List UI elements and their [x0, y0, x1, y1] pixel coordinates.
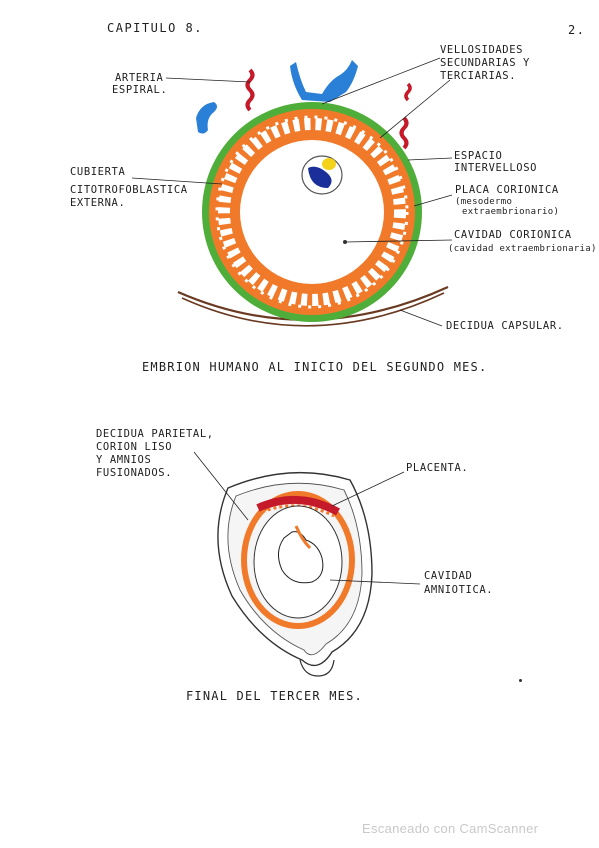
umbilical-cord — [294, 525, 312, 550]
fetus — [278, 531, 324, 584]
spiral-artery-right — [399, 116, 409, 150]
yolk-sac — [322, 158, 336, 170]
label-cubierta-line3: EXTERNA. — [70, 197, 126, 209]
figure-1-caption: EMBRION HUMANO AL INICIO DEL SEGUNDO MES… — [142, 360, 488, 374]
label-placa-line1: PLACA CORIONICA — [455, 184, 559, 196]
label-vellosidades-line1: VELLOSIDADES — [440, 44, 524, 56]
leader-vellosidades — [321, 57, 441, 105]
maternal-vein — [290, 60, 358, 102]
leader-cubierta — [131, 177, 223, 185]
label-placa-line2: (mesodermo — [455, 197, 513, 207]
label-vellosidades-line3: TERCIARIAS. — [440, 70, 517, 82]
label-amniotica-line2: AMNIOTICA. — [424, 584, 494, 596]
leader-amniotica — [329, 579, 421, 585]
leader-arteria — [165, 77, 251, 83]
intervillous-space-band — [218, 118, 406, 306]
label-vellosidades-line2: SECUNDARIAS Y — [440, 57, 530, 69]
label-arteria-line2: ESPIRAL. — [112, 84, 168, 96]
spiral-artery-right-top — [404, 82, 412, 102]
leader-vellosidades-2 — [379, 79, 451, 139]
label-decidua-parietal-line3: Y AMNIOS — [96, 454, 152, 466]
leader-espacio — [407, 157, 453, 161]
label-amniotica-line1: CAVIDAD — [424, 570, 473, 582]
placenta — [256, 495, 340, 516]
label-espacio-line1: ESPACIO — [454, 150, 503, 162]
label-arteria-line1: ARTERIA — [115, 72, 164, 84]
villi-texture — [215, 115, 409, 309]
ink-dot — [519, 679, 522, 682]
chorion-ring — [241, 491, 355, 629]
label-cubierta-line2: CITOTROFOBLASTICA — [70, 184, 188, 196]
cervix — [299, 659, 335, 677]
chapter-heading: CAPITULO 8. — [107, 21, 203, 35]
chorionic-cavity — [240, 140, 384, 284]
label-placa-line3: extraembrionario) — [462, 207, 560, 217]
amniotic-sac — [308, 166, 332, 188]
label-decidua-parietal-line2: CORION LISO — [96, 441, 173, 453]
figure-2-caption: FINAL DEL TERCER MES. — [186, 689, 363, 703]
leader-decidua-parietal — [193, 451, 249, 521]
decidua-capsular-inner-arc — [181, 292, 445, 327]
camscanner-watermark: Escaneado con CamScanner — [362, 821, 539, 836]
label-decidua-capsular: DECIDUA CAPSULAR. — [446, 320, 564, 332]
leader-decidua-capsular — [399, 309, 443, 327]
label-cavidad-line2: (cavidad extraembrionaria) — [448, 244, 597, 254]
label-cavidad-line1: CAVIDAD CORIONICA — [454, 229, 572, 241]
label-decidua-parietal-line4: FUSIONADOS. — [96, 467, 173, 479]
label-placenta: PLACENTA. — [406, 462, 469, 474]
leader-placenta — [331, 471, 405, 507]
leader-placa — [413, 194, 453, 207]
page-number: 2. — [568, 23, 586, 37]
label-decidua-parietal-line1: DECIDUA PARIETAL, — [96, 428, 214, 440]
spiral-artery-left — [245, 68, 255, 112]
label-espacio-line2: INTERVELLOSO — [454, 162, 538, 174]
leader-cavidad — [344, 239, 453, 243]
label-cubierta-line1: CUBIERTA — [70, 166, 126, 178]
maternal-vein-left — [196, 102, 217, 134]
